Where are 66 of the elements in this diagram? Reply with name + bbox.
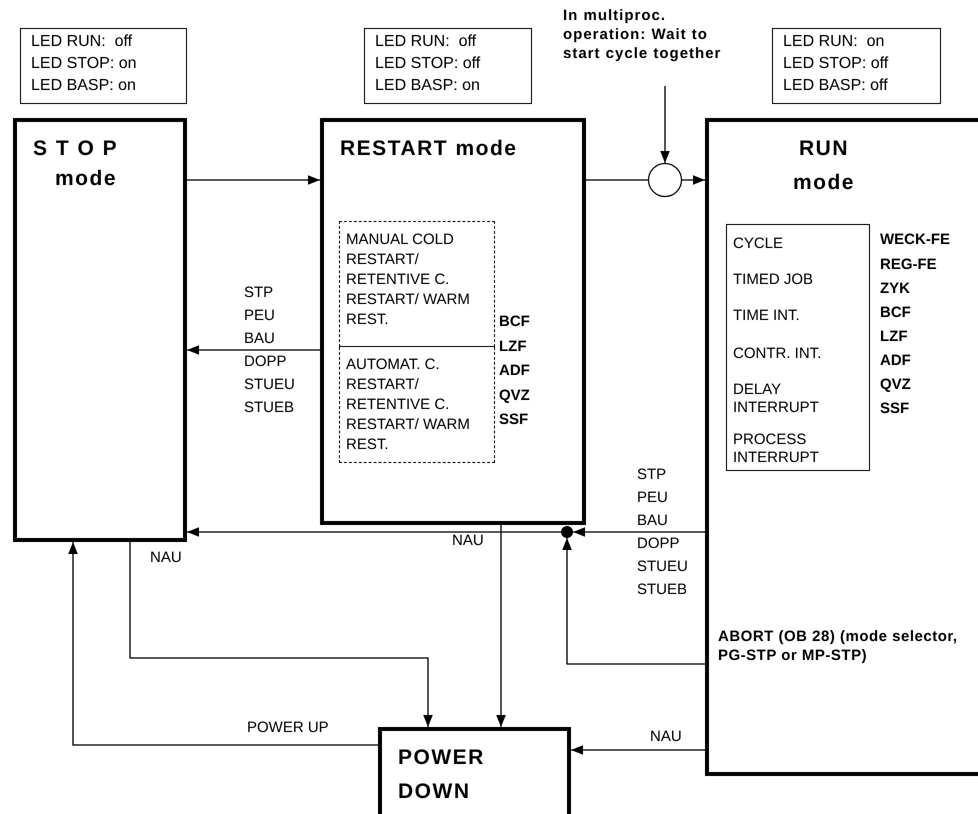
list-item: CYCLE: [733, 235, 784, 253]
status-line: LED STOP: off: [783, 55, 888, 73]
mode-option-text: AUTOMAT. C. RESTART/ RETENTIVE C. RESTART/ WARM REST.: [346, 355, 471, 455]
status-panel: [772, 28, 941, 104]
state-box: [320, 118, 586, 525]
dashed-section: [339, 221, 495, 347]
edge-label: NAU: [650, 727, 682, 746]
signal-code: REG-FE: [880, 256, 937, 273]
signal-code: BCF: [499, 313, 530, 330]
arrow: [129, 542, 433, 727]
signal-code: ZYK: [880, 280, 910, 297]
arrow: [187, 345, 320, 355]
signal-code: LZF: [499, 338, 526, 355]
list-item: TIME INT.: [733, 307, 801, 325]
mode-title: mode: [55, 166, 118, 192]
signal-code: ADF: [880, 352, 911, 369]
mode-option-text: MANUAL COLD RESTART/ RETENTIVE C. RESTART/ WARM REST.: [346, 230, 471, 330]
arrow: [68, 542, 378, 746]
status-panel: [20, 28, 187, 104]
edge-label: POWER UP: [247, 718, 329, 737]
status-line: LED STOP: off: [375, 55, 480, 73]
arrow: [571, 745, 705, 755]
signal-code: WECK-FE: [880, 231, 950, 248]
arrow: [660, 86, 670, 163]
status-line: LED BASP: on: [375, 77, 480, 95]
arrow: [573, 527, 705, 537]
list-item: TIMED JOB: [733, 271, 814, 289]
signal-code: ADF: [499, 362, 530, 379]
list-item: PROCESS INTERRUPT: [733, 431, 820, 467]
interrupt-list-box: [726, 224, 870, 471]
edge-label: NAU: [452, 531, 484, 550]
status-line: LED STOP: on: [31, 55, 137, 73]
signal-list: STP PEU BAU DOPP STUEU STUEB: [637, 463, 697, 601]
list-item: DELAY INTERRUPT: [733, 381, 820, 417]
edge-label: ABORT (OB 28) (mode selector, PG-STP or MP-STP): [718, 627, 959, 665]
status-line: LED RUN: off: [31, 33, 132, 51]
arrow: [187, 527, 561, 537]
arrow: [682, 175, 705, 185]
status-line: LED BASP: off: [783, 77, 888, 95]
mode-title: S T O P: [33, 136, 118, 162]
note-text: In multiproc. operation: Wait to start cycle together: [563, 6, 723, 86]
state-box: [705, 118, 978, 776]
signal-code: SSF: [499, 411, 528, 428]
status-line: LED RUN: off: [375, 33, 476, 51]
status-panel: [364, 28, 532, 104]
mode-title: RESTART mode: [340, 136, 518, 162]
signal-list: STP PEU BAU DOPP STUEU STUEB: [244, 281, 304, 419]
mode-title: RUN mode: [792, 136, 856, 196]
arrow: [562, 538, 705, 665]
dashed-section: [339, 347, 495, 463]
junction-dot: [561, 526, 573, 538]
status-line: LED RUN: on: [783, 33, 884, 51]
state-box: [378, 727, 571, 814]
edge-label: NAU: [150, 548, 182, 567]
list-item: CONTR. INT.: [733, 345, 822, 363]
arrow: [496, 525, 506, 727]
signal-code: SSF: [880, 400, 910, 417]
state-box: [13, 118, 187, 542]
status-line: LED BASP: on: [31, 77, 136, 95]
arrow: [187, 175, 320, 185]
mode-title: POWER DOWN: [398, 745, 486, 805]
sync-circle: [648, 163, 682, 197]
signal-code: LZF: [880, 328, 908, 345]
signal-code: QVZ: [880, 376, 911, 393]
signal-code: QVZ: [499, 387, 530, 404]
signal-code: BCF: [880, 304, 911, 321]
